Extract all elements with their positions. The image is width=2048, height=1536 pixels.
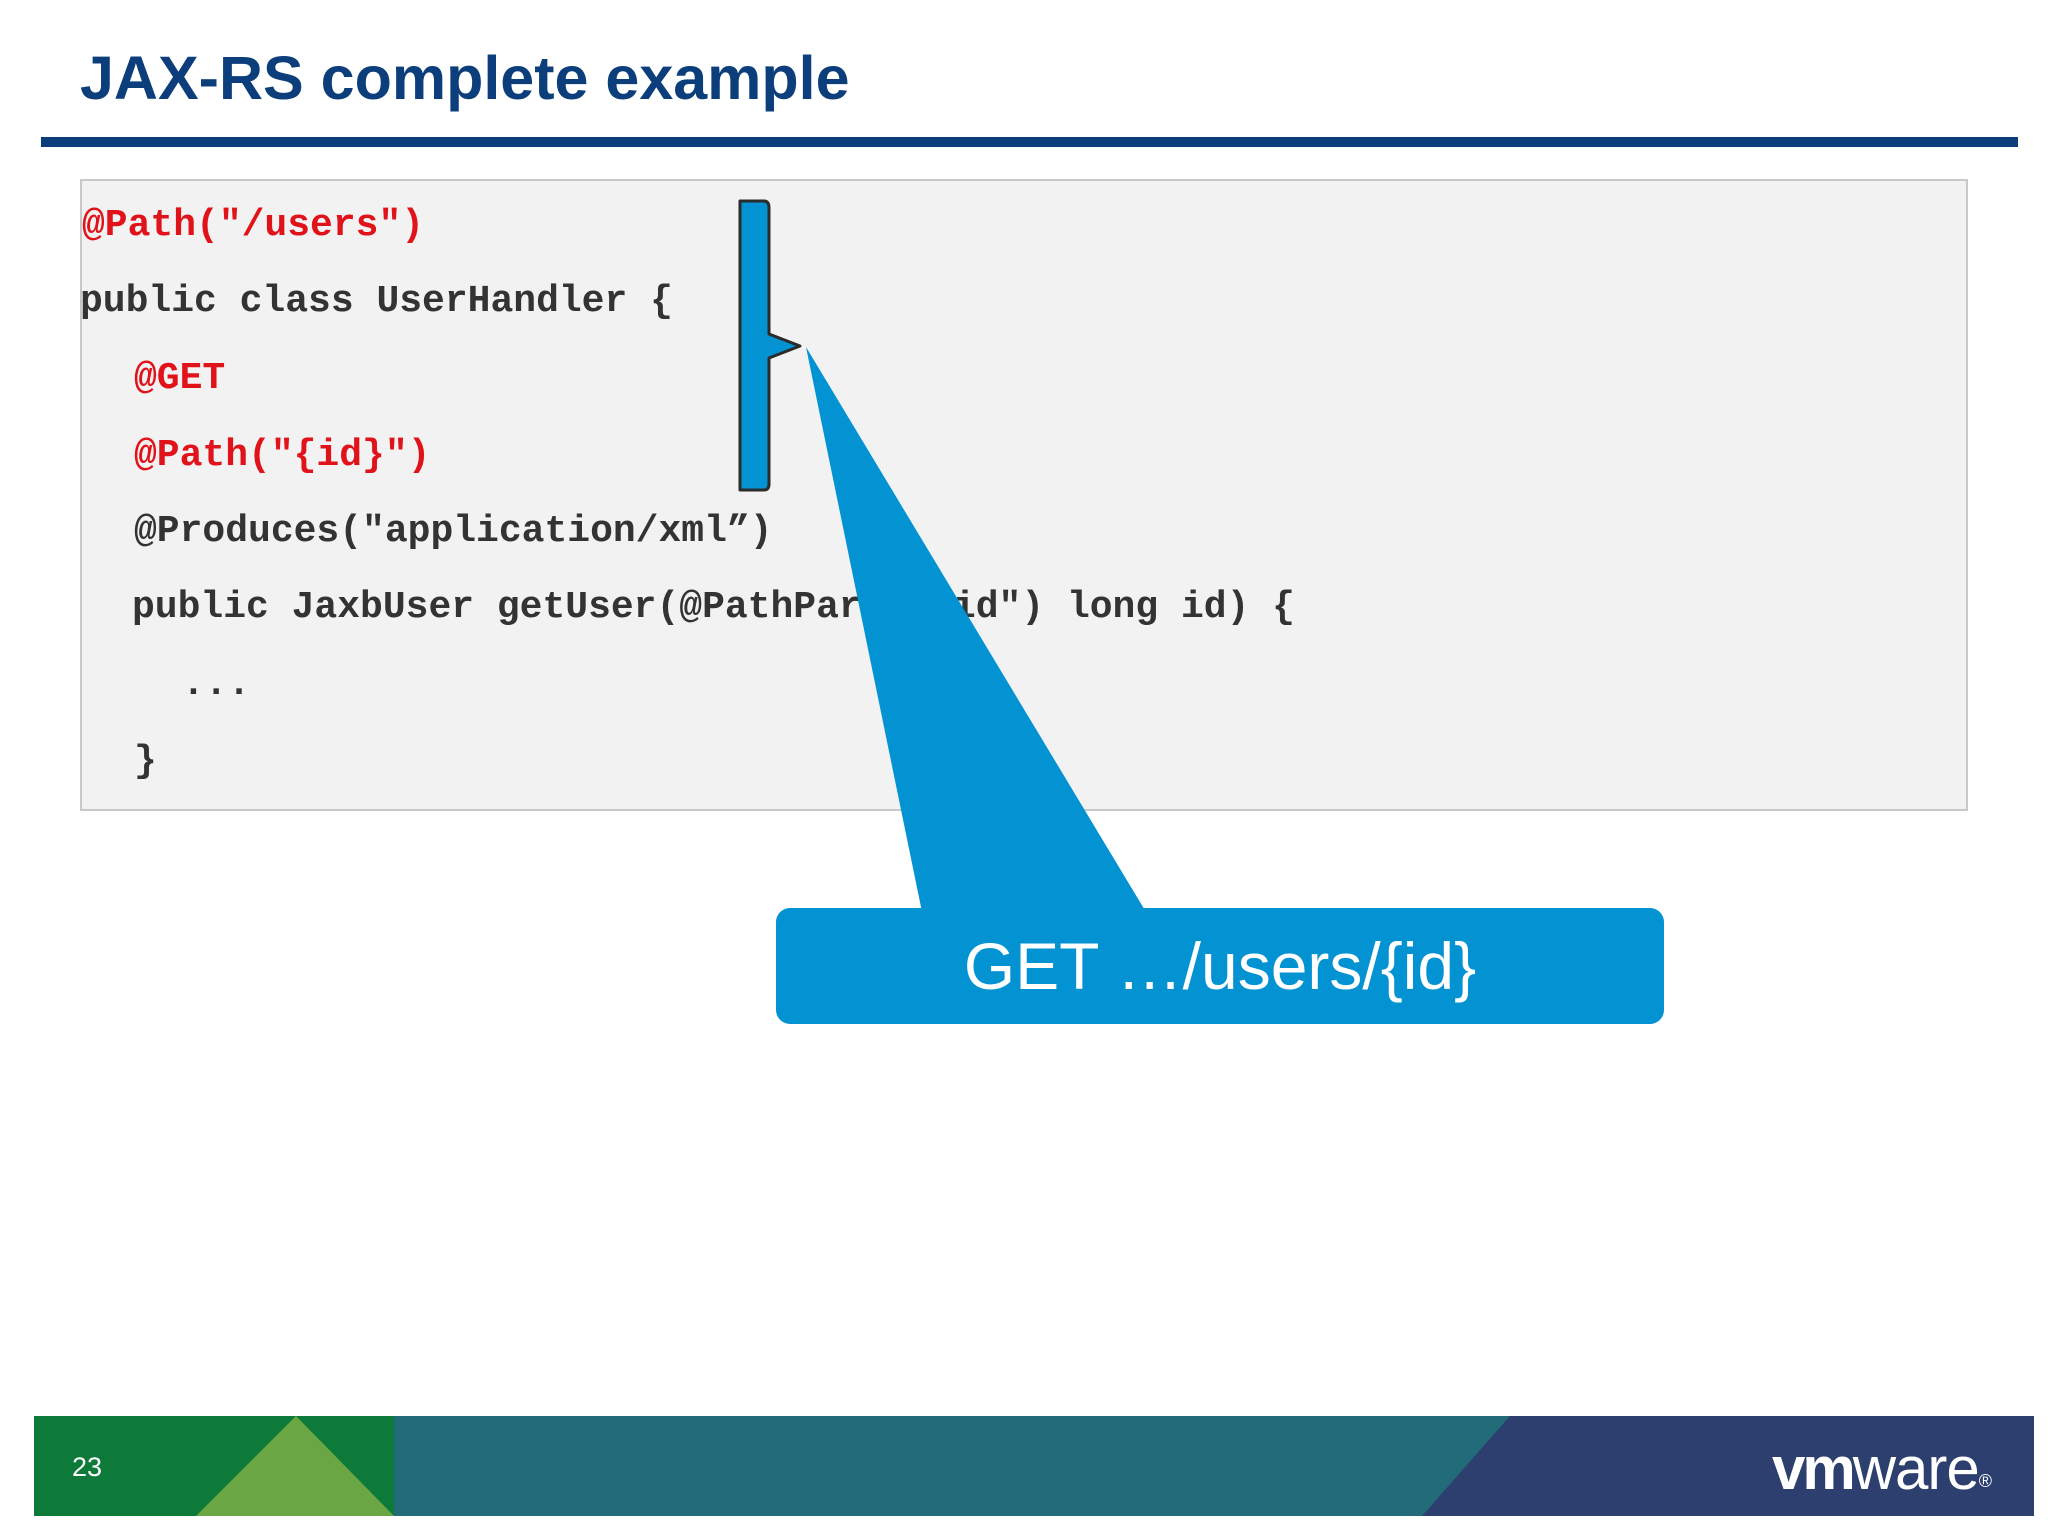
code-line-ellipsis: ... <box>182 663 251 706</box>
code-line-closing-brace: } <box>134 740 157 783</box>
slide-title: JAX-RS complete example <box>80 44 850 112</box>
code-line-get: @GET <box>134 357 226 400</box>
page-number: 23 <box>72 1452 103 1482</box>
curly-brace <box>738 199 802 492</box>
code-line-class-path: @Path("/users") <box>82 204 425 247</box>
code-line-method-path: @Path("{id}") <box>134 434 431 477</box>
callout-box <box>776 908 1664 1024</box>
code-block <box>80 179 1968 811</box>
callout-text: GET …/users/{id} <box>963 929 1477 1003</box>
code-line-class-decl: public class UserHandler { <box>80 280 673 323</box>
vmware-logo: vmware® <box>1772 1435 1992 1502</box>
title-rule <box>41 137 2018 147</box>
footer-banner <box>34 1416 2034 1516</box>
callout-pointer <box>806 347 1146 912</box>
code-line-produces: @Produces("application/xml”) <box>134 510 773 553</box>
